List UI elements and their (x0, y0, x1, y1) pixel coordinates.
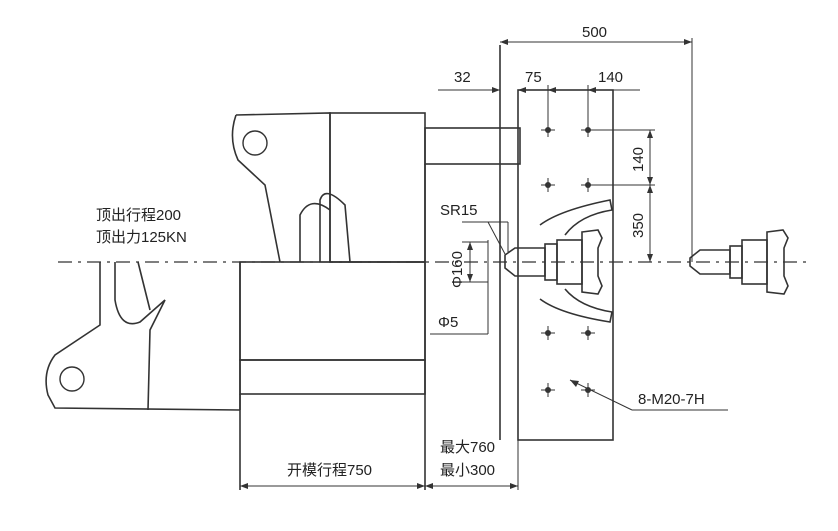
dim-32: 32 (454, 69, 471, 86)
upper-toggle-link (231, 112, 351, 263)
dim-350-right: 350 (630, 213, 647, 238)
nozzle-dimension-lines (430, 221, 509, 335)
moving-platen-upper (329, 112, 521, 263)
label-min: 最小300 (440, 462, 495, 479)
dim-bolts: 8-M20-7H (638, 391, 705, 408)
nozzle-assembly-right (689, 229, 789, 295)
dim-140-top: 140 (598, 69, 623, 86)
bolt-holes (541, 123, 595, 397)
dim-phi5: Φ5 (438, 314, 458, 331)
dim-sr15: SR15 (440, 202, 478, 219)
bolt-callout (569, 379, 728, 411)
nozzle-assembly-left (504, 229, 603, 295)
bottom-dimension-lines (240, 483, 518, 489)
moving-platen-lower (239, 261, 426, 490)
label-opening-stroke: 开模行程750 (287, 462, 372, 479)
lower-toggle-link (45, 261, 241, 411)
label-max: 最大760 (440, 439, 495, 456)
dim-500: 500 (582, 24, 607, 41)
bolt-hole (541, 326, 555, 340)
bolt-hole (581, 383, 595, 397)
bolt-hole (581, 178, 595, 192)
dim-75: 75 (525, 69, 542, 86)
dim-140-right: 140 (630, 147, 647, 172)
bolt-hole (541, 178, 555, 192)
dim-phi160: Φ160 (449, 251, 466, 288)
label-ejector-stroke: 顶出行程200 (96, 207, 181, 224)
right-dimension-lines (595, 129, 655, 262)
nozzle-seat (539, 199, 613, 323)
bolt-hole (541, 383, 555, 397)
bolt-hole (581, 123, 595, 137)
bolt-hole (541, 123, 555, 137)
bolt-hole (581, 326, 595, 340)
top-dimension-lines (438, 38, 693, 262)
label-ejector-force: 顶出力125KN (96, 229, 187, 246)
